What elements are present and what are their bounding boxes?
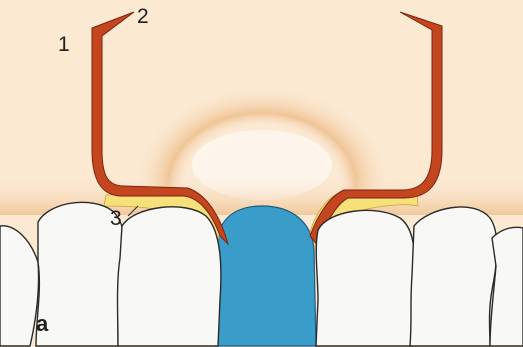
tooth-left-abutment — [118, 207, 221, 346]
tooth-right-abutment — [316, 210, 415, 346]
label-2: 2 — [137, 6, 149, 27]
tooth-right-lateral — [410, 207, 497, 346]
pontic — [216, 206, 316, 346]
tooth-far-right — [490, 227, 523, 346]
label-3: 3 — [110, 208, 122, 229]
panel-label-a: a — [36, 313, 48, 335]
label-1: 1 — [58, 34, 70, 55]
